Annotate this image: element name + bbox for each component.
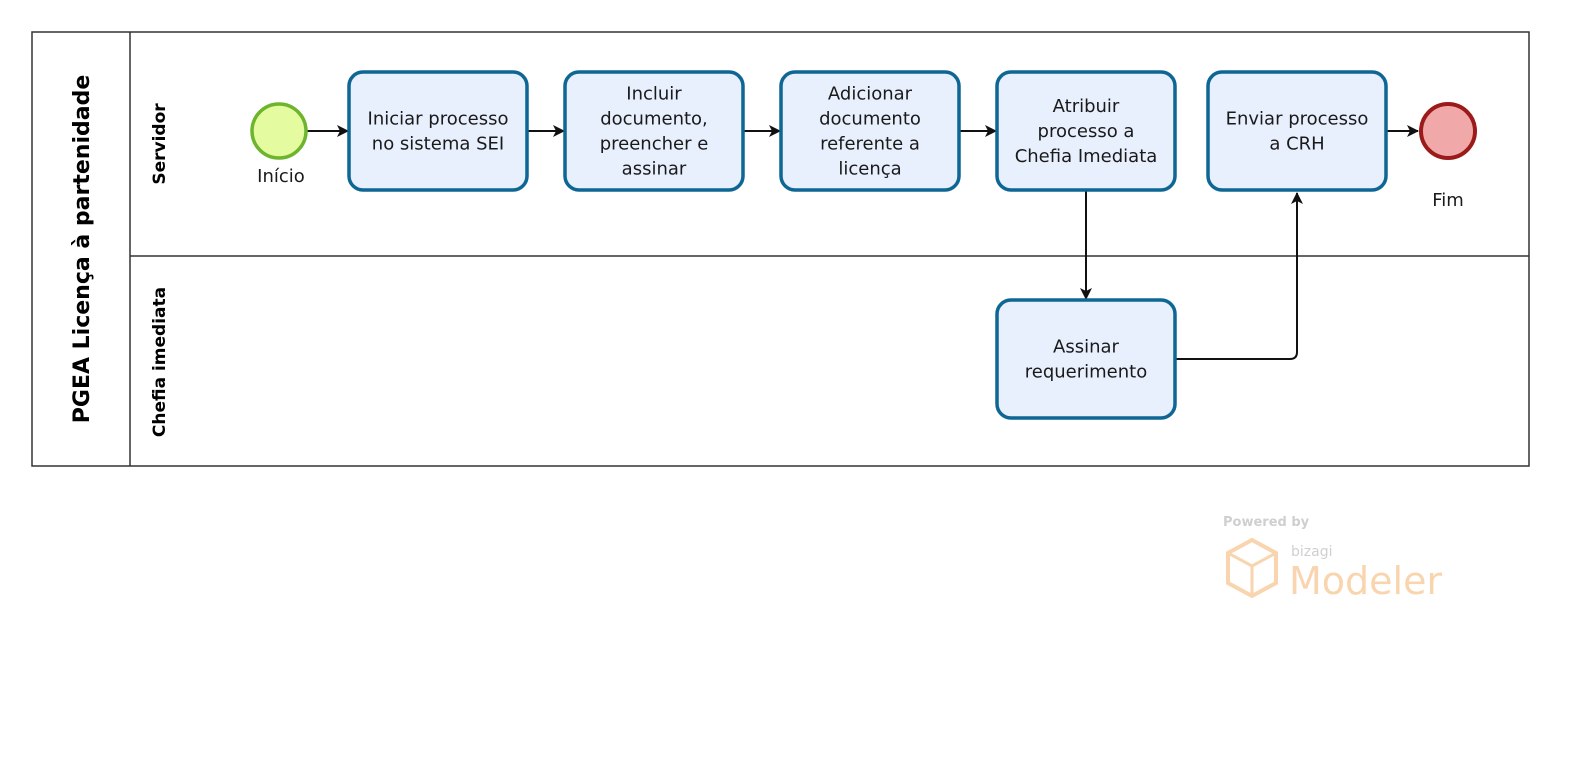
lane-servidor: Servidor xyxy=(150,103,170,185)
watermark-brand: bizagi xyxy=(1291,544,1332,560)
lane-chefia-imediata: Chefia imediata xyxy=(150,287,170,437)
end-event-circle[interactable] xyxy=(1419,102,1477,160)
end-event-label: Fim xyxy=(1432,190,1464,211)
task-label-line: Incluir xyxy=(626,84,682,105)
task-label-line: Atribuir xyxy=(1053,96,1120,117)
task-label-line: Enviar processo xyxy=(1226,109,1369,130)
task-label-line: requerimento xyxy=(1025,362,1147,383)
end-event[interactable]: Fim xyxy=(1419,102,1477,211)
task-t6[interactable]: Assinar requerimento xyxy=(995,298,1177,420)
task-label-line: referente a xyxy=(820,134,920,155)
task-label-line: no sistema SEI xyxy=(372,134,504,155)
lane-title-servidor: Servidor xyxy=(150,103,170,185)
start-event-label: Início xyxy=(257,166,305,187)
start-event[interactable]: Início xyxy=(250,102,308,187)
task-t4[interactable]: Atribuir processo a Chefia Imediata xyxy=(995,70,1177,192)
start-event-circle[interactable] xyxy=(250,102,308,160)
tasks: Iniciar processo no sistema SEI Incluir doc… xyxy=(347,70,1388,420)
task-label-line: Assinar xyxy=(1053,337,1120,358)
task-box[interactable] xyxy=(779,70,961,192)
task-label-line: Adicionar xyxy=(828,84,913,105)
task-label-line: processo a xyxy=(1038,121,1135,142)
task-t3[interactable]: Adicionar documento referente a licença xyxy=(779,70,961,192)
pool-title: PGEA Licença à partenidade xyxy=(70,75,95,423)
sequence-flows xyxy=(307,125,1419,360)
task-box[interactable] xyxy=(995,70,1177,192)
task-t5[interactable]: Enviar processo a CRH xyxy=(1206,70,1388,192)
bizagi-watermark: Powered by bizagi Modeler xyxy=(1223,515,1442,603)
task-label-line: licença xyxy=(838,159,901,180)
flow-t6-to-t5 xyxy=(1175,192,1303,360)
task-label-line: Chefia Imediata xyxy=(1015,146,1158,167)
bizagi-logo-icon xyxy=(1226,537,1278,599)
watermark-powered: Powered by xyxy=(1223,515,1310,530)
task-label-line: preencher e xyxy=(600,134,709,155)
task-box[interactable] xyxy=(1206,70,1388,192)
task-label-line: documento xyxy=(819,109,921,130)
task-label-line: Iniciar processo xyxy=(368,109,509,130)
task-label-line: documento, xyxy=(600,109,708,130)
task-t2[interactable]: Incluir documento, preencher e assinar xyxy=(563,70,745,192)
task-box[interactable] xyxy=(563,70,745,192)
watermark-product: Modeler xyxy=(1289,559,1442,603)
task-label-line: assinar xyxy=(622,159,687,180)
task-label-line: a CRH xyxy=(1269,134,1324,155)
task-t1[interactable]: Iniciar processo no sistema SEI xyxy=(347,70,529,192)
lane-title-chefia: Chefia imediata xyxy=(150,287,170,437)
task-box[interactable] xyxy=(347,70,529,192)
task-box[interactable] xyxy=(995,298,1177,420)
